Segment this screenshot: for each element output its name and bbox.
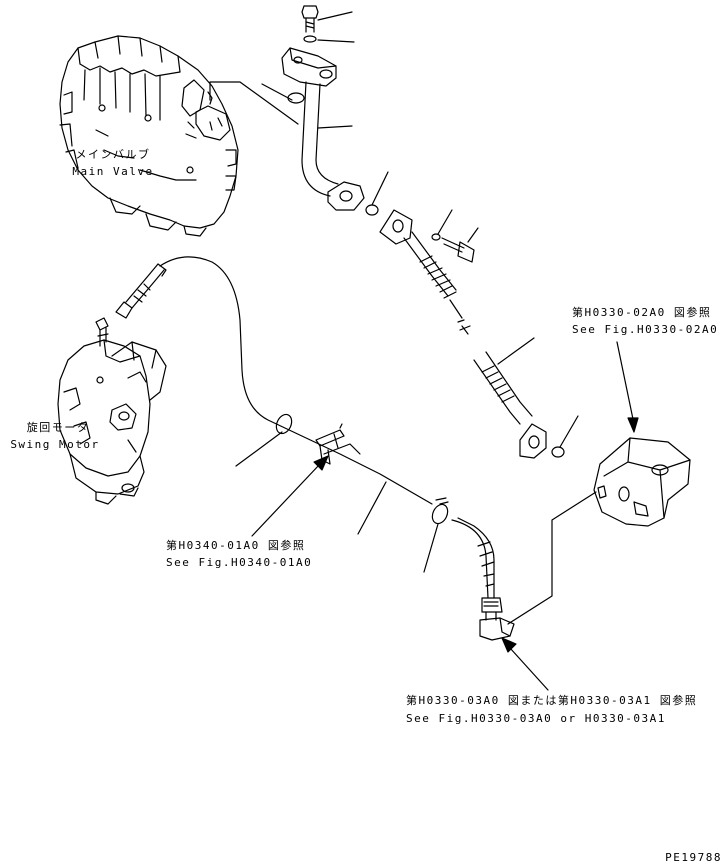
drain-connect-line [508,492,596,624]
ref-0340-label-en: See Fig.H0340-01A0 [166,556,313,569]
hose-flange-upper [380,210,412,244]
lower-hose-leader [498,338,534,364]
upper-washer [304,36,316,42]
lower-hose-crimp [482,366,514,402]
ref-0330-02-arrowhead [628,418,638,432]
valve-block [594,438,690,526]
upper-hose-crimp [420,256,456,298]
ref-0330-02-arrow-line [617,342,634,424]
clamp-2-ear [436,498,448,504]
bolt-2-leader [468,228,478,242]
ref-0330-03-arrowhead [502,638,516,652]
hose-clamp-2 [429,502,450,526]
swing-motor-label-en: Swing Motor [10,438,100,451]
drain-hose-lower [452,518,494,598]
hose-flange-lower [520,424,546,458]
bolt-2 [442,238,474,262]
hose-clamp-1 [273,412,294,436]
main-valve [60,36,238,236]
ref-0340-arrowhead [314,456,328,470]
ref-0330-03-label-jp: 第H0330-03A0 図または第H0330-03A1 図参照 [406,694,698,707]
drain-fitting [480,598,514,640]
ref-0340-label-jp: 第H0340-01A0 図参照 [166,539,306,552]
washer-2 [432,234,440,240]
hose-break [450,300,470,334]
main-valve-label-en: Main Valve [72,165,154,178]
ref-0330-03-label-en: See Fig.H0330-03A0 or H0330-03A1 [406,712,666,725]
o-ring-3 [552,447,564,457]
o-ring-3-leader [560,416,578,447]
lower-flange-1 [328,182,364,210]
drain-hose-crimp [478,542,494,586]
upper-tube-leader [318,126,352,128]
clamp-2-leader [424,524,438,572]
upper-bolt [302,6,318,32]
ref-0330-02-label-en: See Fig.H0330-02A0 [572,323,719,336]
lower-hose [474,352,532,424]
upper-tube [302,82,338,196]
clamp-1-leader [236,432,282,466]
swing-motor [58,340,166,504]
drain-hose-end [116,264,166,318]
bolt-leader [318,12,352,20]
o-ring-2 [366,205,378,215]
ref-0340-arrow-line [252,464,320,536]
washer-leader [318,40,354,42]
motor-fitting [96,318,108,346]
main-valve-port-leader [262,84,292,100]
ref-0330-03-arrow-line [510,648,548,690]
o-ring-2-leader [372,172,388,205]
upper-hose [404,232,456,296]
drain-hose [160,257,432,504]
upper-o-ring [288,93,304,103]
main-valve-label-jp: メインバルブ [75,148,151,161]
drain-hose-leader [358,482,386,534]
upper-flange [282,48,336,86]
main-valve-leader [210,82,298,124]
ref-0330-02-label-jp: 第H0330-02A0 図参照 [572,306,712,319]
drawing-number: PE19788 [665,851,722,864]
swing-motor-label-jp: 旋回モータ [26,421,90,434]
washer-2-leader [438,210,452,234]
